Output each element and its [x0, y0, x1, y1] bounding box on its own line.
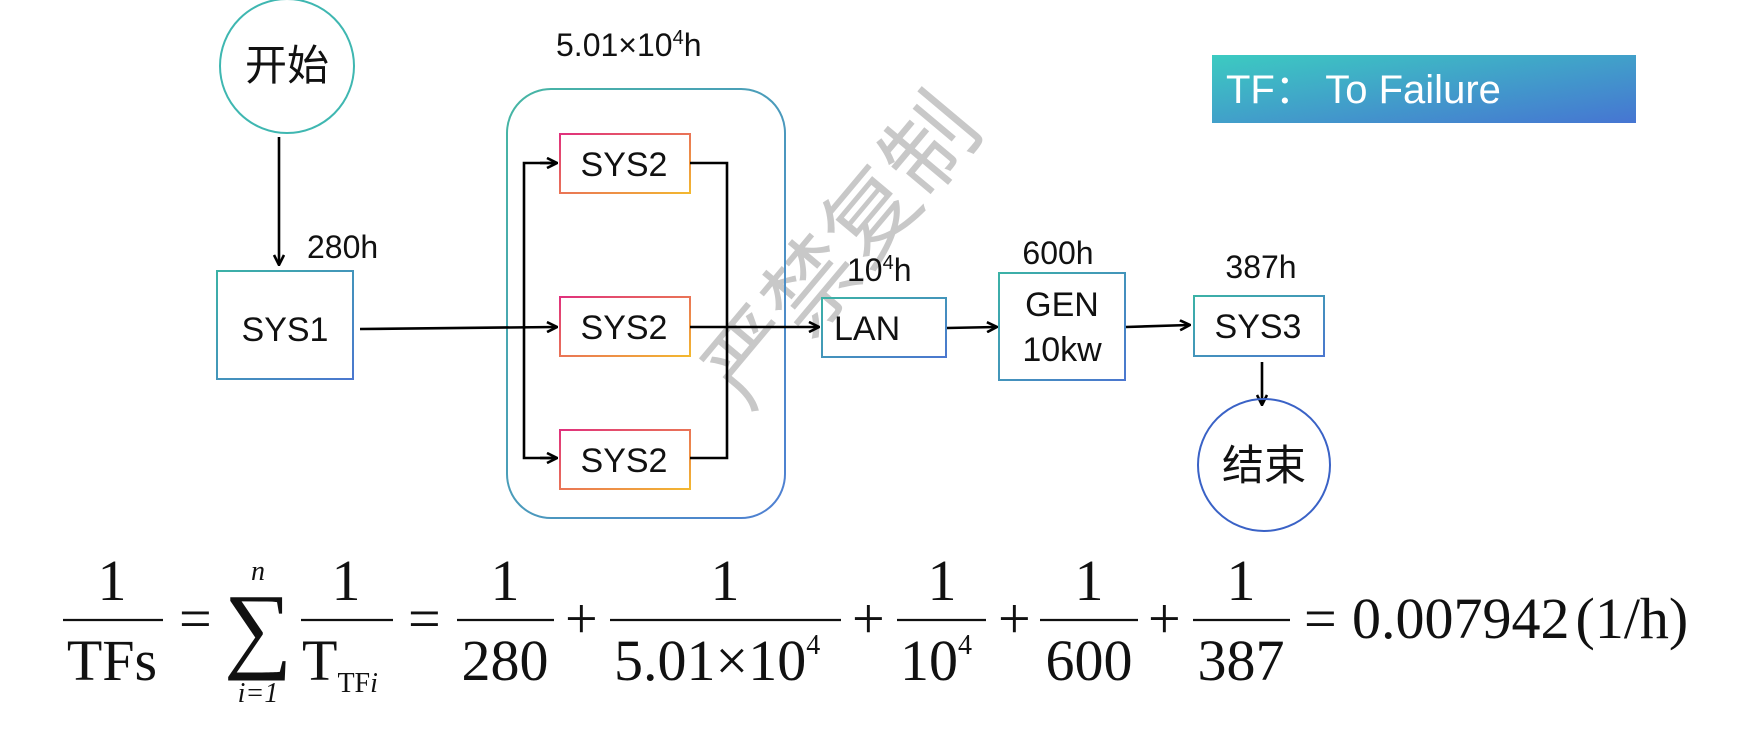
formula-frac2-base: 5.01×10 [614, 628, 806, 693]
formula-frac3-exp: 4 [958, 630, 972, 661]
formula-frac2-numerator: 1 [711, 548, 740, 613]
formula-plus-3: + [998, 586, 1031, 651]
end-circle [1197, 398, 1331, 532]
formula-sigma: ∑ [224, 574, 292, 681]
formula-frac2-denominator: 5.01×104 [614, 628, 820, 693]
formula-lhs-denominator: TFs [67, 628, 157, 693]
formula-frac1-denominator: 280 [462, 628, 549, 693]
formula-sum-lower: i=1 [238, 678, 279, 709]
sys2-bottom-box [559, 429, 691, 490]
right-bus [690, 161, 729, 460]
formula-plus-1: + [565, 586, 598, 651]
formula-lhs-numerator: 1 [98, 548, 127, 613]
sys3-node: SYS3 387h [1193, 249, 1325, 357]
arrow-lan-to-gen [946, 327, 996, 328]
parallel-time-base: 5.01×10 [556, 27, 673, 63]
parallel-time-exp: 4 [673, 27, 684, 49]
gen-label-line1: GEN [1025, 286, 1099, 324]
legend-box [1212, 55, 1636, 123]
end-label: 结束 [1222, 441, 1306, 490]
formula-result: 0.007942(1/h) [1352, 586, 1688, 651]
start-node: 开始 [219, 0, 355, 134]
lan-time-base: 10 [847, 252, 883, 288]
arrow-sys1-to-sys2-mid [359, 327, 556, 329]
lan-time-unit: h [894, 252, 912, 288]
gen-box [998, 272, 1126, 381]
formula-term-numerator: 1 [332, 548, 361, 613]
legend-text: TF： To Failure [1226, 68, 1501, 112]
sys2-mid-label: SYS2 [581, 309, 668, 347]
sys3-label: SYS3 [1215, 308, 1302, 346]
lan-box [821, 297, 947, 358]
sys3-box [1193, 295, 1325, 357]
sys2-top-node: SYS2 [559, 133, 691, 194]
formula-frac3-denominator: 104 [900, 628, 972, 693]
gen-node: GEN 10kw 600h [998, 235, 1126, 381]
parallel-time: 5.01×104h [556, 27, 701, 63]
formula-frac5-numerator: 1 [1227, 548, 1256, 613]
sys2-mid-node: SYS2 [559, 296, 691, 357]
gen-label-line2: 10kw [1022, 331, 1102, 369]
lan-label: LAN [834, 310, 900, 348]
formula-equals-1: = [179, 586, 212, 651]
formula-t-sub: TF [337, 668, 370, 699]
formula-t-base: T [302, 628, 337, 693]
formula-equals-3: = [1304, 586, 1337, 651]
sys1-box [216, 270, 354, 380]
lan-time-exp: 4 [883, 252, 894, 274]
lan-node: LAN 104h [821, 252, 947, 358]
formula-result-unit: (1/h) [1576, 586, 1689, 651]
sys1-node: SYS1 280h [216, 229, 378, 380]
formula-frac4-denominator: 600 [1046, 628, 1133, 693]
sys2-bottom-label: SYS2 [581, 442, 668, 480]
formula: 1 TFs = n ∑ i=1 1 TTFi = 1 280 + 1 5.01×… [63, 548, 1688, 709]
sys2-top-label: SYS2 [581, 146, 668, 184]
formula-frac1-numerator: 1 [491, 548, 520, 613]
arrow-gen-to-sys3 [1125, 325, 1189, 327]
formula-sum-upper: n [251, 556, 265, 587]
parallel-time-unit: h [684, 27, 702, 63]
formula-equals-2: = [408, 586, 441, 651]
formula-result-value: 0.007942 [1352, 586, 1570, 651]
formula-term-denominator: TTFi [302, 628, 378, 699]
sys2-bottom-node: SYS2 [559, 429, 691, 490]
parallel-group-box [506, 88, 786, 519]
sys1-label: SYS1 [242, 311, 329, 349]
gen-time: 600h [1022, 235, 1093, 271]
formula-frac3-base: 10 [900, 628, 958, 693]
end-node: 结束 [1197, 398, 1331, 532]
formula-plus-2: + [852, 586, 885, 651]
parallel-group: 5.01×104h [506, 27, 786, 519]
formula-frac5-denominator: 387 [1198, 628, 1285, 693]
sys3-time: 387h [1225, 249, 1296, 285]
formula-frac2-exp: 4 [806, 630, 820, 661]
lan-time: 104h [847, 252, 912, 288]
formula-t-sub-i: i [370, 668, 378, 699]
start-label: 开始 [245, 41, 329, 90]
formula-frac3-numerator: 1 [928, 548, 957, 613]
formula-plus-4: + [1148, 586, 1181, 651]
left-bus [522, 161, 555, 460]
formula-frac4-numerator: 1 [1075, 548, 1104, 613]
legend: TF： To Failure [1212, 55, 1636, 123]
watermark: 严禁复制 [683, 75, 1002, 426]
sys1-time: 280h [307, 229, 378, 265]
start-circle [219, 0, 355, 134]
